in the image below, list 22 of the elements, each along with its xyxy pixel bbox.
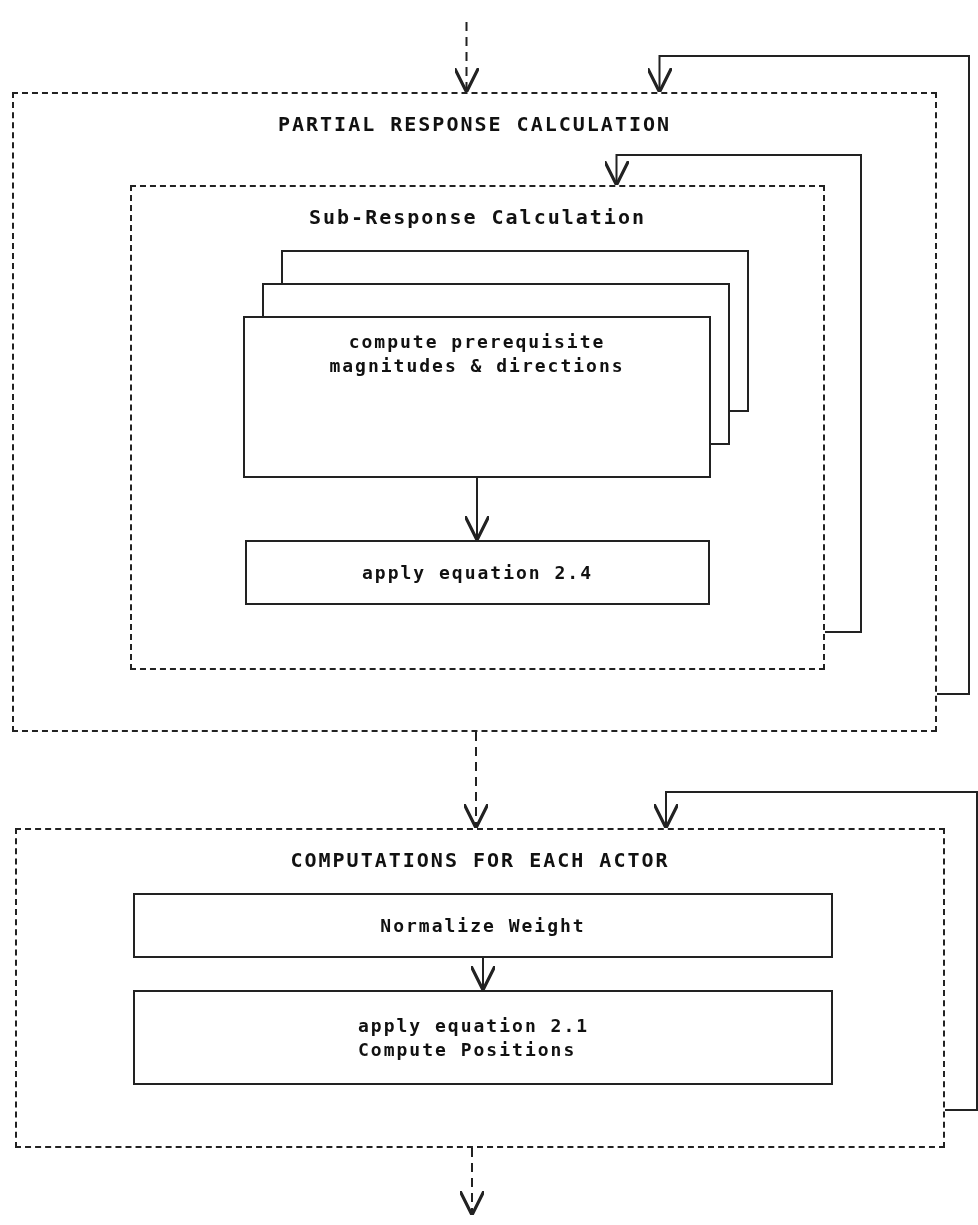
group-title: PARTIAL RESPONSE CALCULATION bbox=[276, 112, 673, 136]
arrow bbox=[652, 791, 978, 1111]
step-label: compute prerequisite magnitudes & directions bbox=[328, 330, 626, 378]
group-title: Sub-Response Calculation bbox=[308, 205, 647, 229]
arrow bbox=[458, 1147, 486, 1217]
step-label: apply equation 2.4 bbox=[361, 560, 594, 585]
group-frame bbox=[15, 828, 945, 1148]
arrow bbox=[463, 477, 491, 542]
process-box bbox=[133, 893, 833, 958]
stacked-process-box bbox=[243, 250, 751, 478]
process-box bbox=[133, 990, 833, 1085]
arrow bbox=[452, 21, 481, 94]
group-title: COMPUTATIONS FOR EACH ACTOR bbox=[289, 848, 671, 872]
process-box bbox=[245, 540, 710, 605]
group-frame bbox=[130, 185, 825, 670]
arrow bbox=[469, 957, 497, 992]
step-label: apply equation 2.1 Compute Positions bbox=[358, 1013, 591, 1062]
step-label: Normalize Weight bbox=[380, 913, 586, 938]
arrow bbox=[602, 154, 862, 633]
group-frame bbox=[12, 92, 937, 732]
arrow bbox=[462, 731, 490, 830]
arrow bbox=[645, 55, 970, 695]
